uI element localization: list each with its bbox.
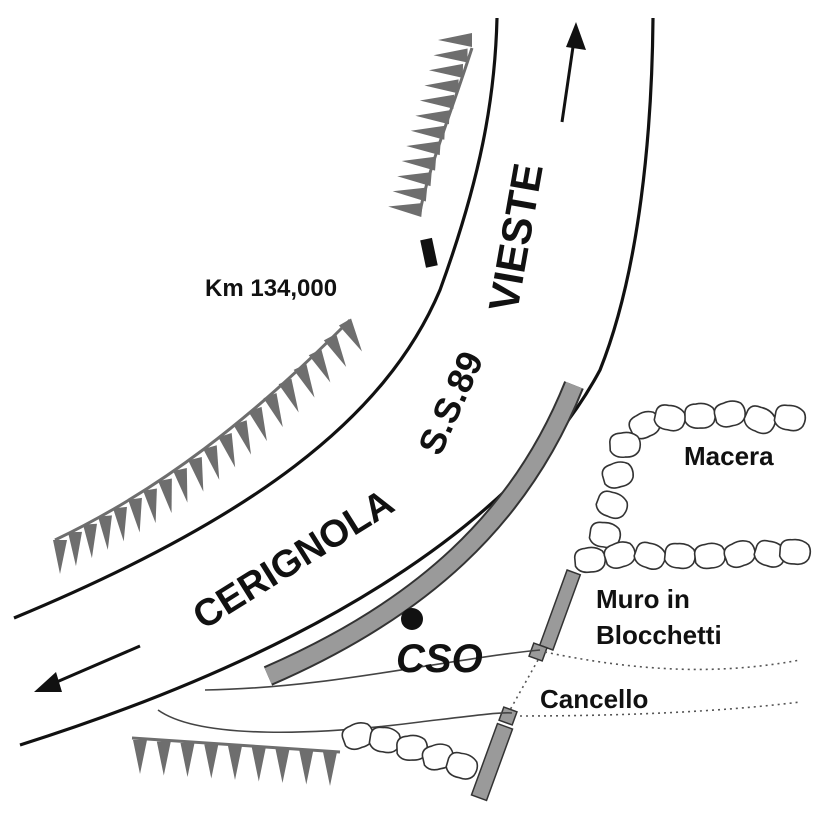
embankment-tooth [419, 93, 455, 109]
embankment-tooth [323, 752, 337, 786]
wall-stone [592, 487, 632, 523]
destination-north-label: VIESTE [480, 160, 552, 315]
embankment-tooth [228, 746, 242, 780]
embankment-tooth [203, 445, 226, 482]
embankment-hatching-middle [53, 318, 369, 574]
embankment-tooth [180, 743, 195, 777]
wall-stone [720, 536, 760, 572]
gate-label: Cancello [540, 684, 648, 714]
embankment-hatching-lower [131, 736, 341, 786]
embankment-tooth [428, 63, 464, 78]
embankment-tooth [396, 169, 432, 187]
wall-stone [740, 401, 780, 438]
embankment-tooth [251, 747, 266, 782]
embankment-tooth [68, 531, 83, 567]
wall-stone [692, 540, 728, 571]
embankment-hatching-upper [387, 33, 474, 217]
wall-stone [663, 541, 698, 571]
dot-icon [401, 608, 423, 630]
dry-stone-wall-upper [573, 397, 812, 575]
road-edge-west [13, 17, 499, 620]
embankment-tooth [401, 154, 437, 171]
arrow-left-icon [34, 644, 141, 692]
embankment-tooth [438, 33, 472, 47]
wall-stone [631, 538, 670, 574]
wall-stone [711, 397, 749, 431]
dry-stone-wall-label: Macera [684, 441, 774, 471]
embankment-tooth [323, 333, 353, 371]
gate-line [509, 659, 539, 711]
block-wall [470, 569, 582, 802]
embankment-tooth [275, 749, 290, 783]
embankment-tooth [173, 467, 195, 505]
embankment-tooth [391, 184, 428, 202]
block-wall-label-line: Muro in [596, 584, 690, 614]
access-track [157, 649, 801, 734]
embankment-tooth [218, 433, 242, 470]
kilometer-marker-post [420, 237, 438, 268]
embankment-tooth [83, 523, 99, 559]
embankment-tooth [405, 138, 441, 156]
embankment-tooth [113, 506, 131, 543]
wall-stone [599, 457, 637, 492]
embankment-tooth [387, 199, 423, 217]
embankment-tooth [156, 741, 171, 776]
embankment-tooth [53, 540, 67, 574]
embankment-tooth [338, 318, 369, 355]
road-name-label: S.S.89 [410, 345, 491, 460]
embankment-tooth [143, 488, 163, 525]
embankment-tooth [158, 478, 179, 515]
embankment-tooth [128, 497, 147, 534]
site-code-label: CSO [396, 637, 483, 681]
block-wall-label-line: Blocchetti [596, 620, 722, 650]
embankment-tooth [233, 420, 258, 457]
embankment-tooth [433, 48, 468, 63]
kilometer-marker-label: Km 134,000 [205, 275, 337, 302]
block-wall-label-line-1: Muro in Blocchetti [596, 584, 722, 650]
dry-stone-wall-lower [338, 718, 481, 783]
wall-stone [573, 545, 608, 575]
embankment-tooth [424, 78, 459, 94]
arrow-up-icon [560, 22, 586, 123]
embankment-tooth [204, 744, 219, 779]
wall-stone [608, 430, 642, 459]
embankment-tooth [133, 740, 147, 774]
wall-stone [778, 537, 812, 566]
embankment-tooth [188, 456, 211, 494]
embankment-tooth [299, 750, 314, 785]
embankment-tooth [410, 123, 446, 140]
embankment-edge [131, 736, 341, 754]
embankment-tooth [415, 108, 450, 125]
wall-stone [683, 402, 717, 430]
embankment-tooth [98, 515, 115, 551]
embankment-edge [54, 318, 352, 542]
wall-stone [772, 402, 809, 434]
